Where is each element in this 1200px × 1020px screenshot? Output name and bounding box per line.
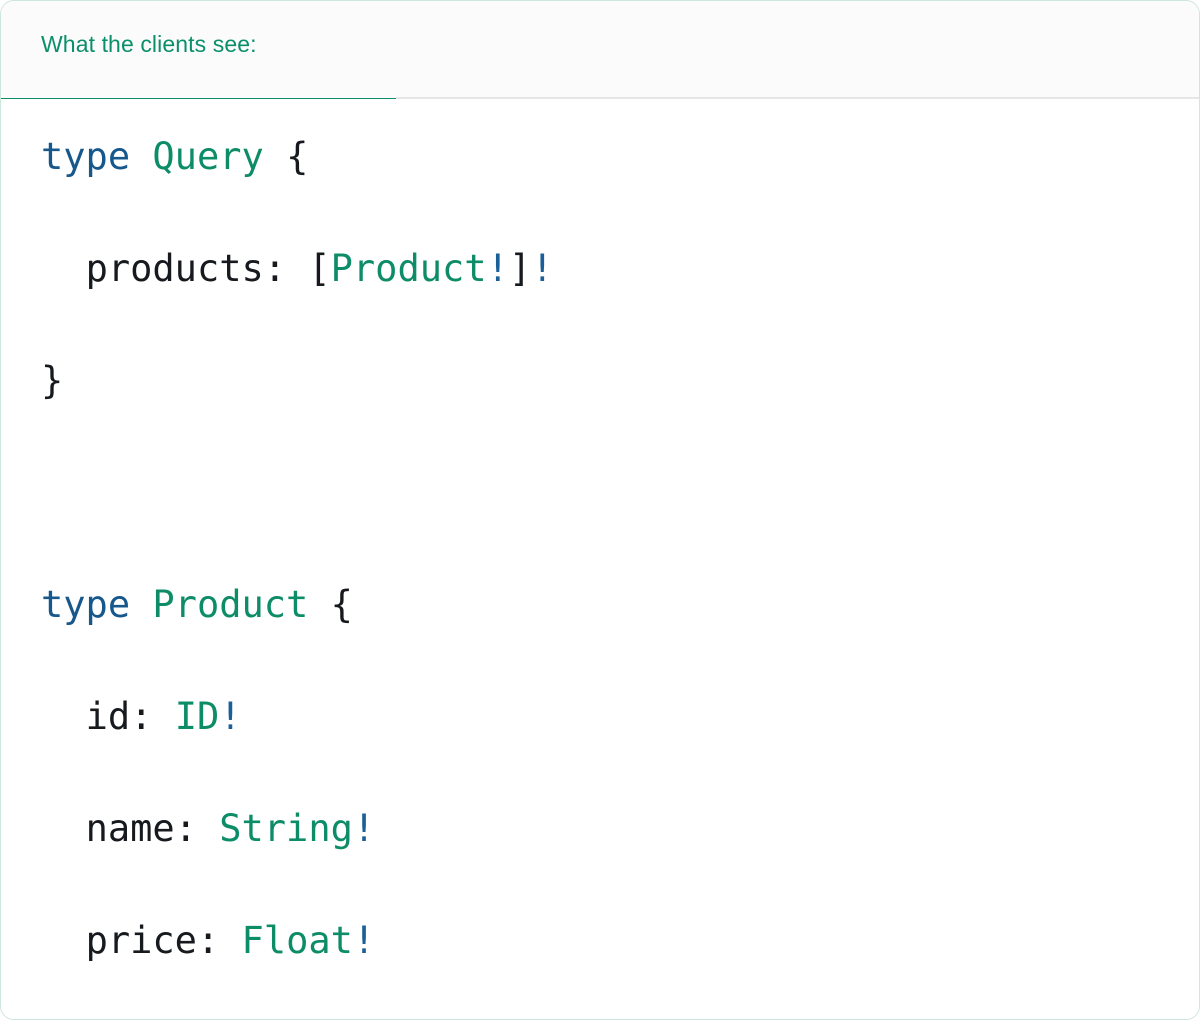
code-token-type: Product — [330, 247, 487, 290]
tab-bar: What the clients see: — [1, 1, 1199, 101]
code-token-punct: } — [41, 359, 64, 402]
code-line: type Product { — [41, 577, 1199, 633]
code-token-punct: : — [263, 247, 309, 290]
code-token-name: id — [85, 695, 131, 738]
code-token-bang: ! — [352, 919, 376, 962]
code-token-punct: ] — [508, 247, 532, 290]
code-token-punct: : — [130, 695, 175, 738]
code-token-punct — [264, 135, 286, 178]
code-token-punct — [41, 807, 86, 850]
code-line — [41, 465, 1199, 521]
code-area[interactable]: type Query { products: [Product!]! } typ… — [1, 99, 1199, 1019]
code-token-name: products — [85, 247, 264, 290]
code-token-type: String — [219, 807, 353, 850]
code-token-punct — [41, 247, 86, 290]
code-token-bang: ! — [352, 807, 376, 850]
code-token-punct: [ — [308, 247, 331, 290]
code-token-type: Query — [152, 135, 264, 178]
graphql-schema-code[interactable]: type Query { products: [Product!]! } typ… — [41, 129, 1199, 1019]
code-token-punct — [41, 695, 86, 738]
code-token-bang: ! — [486, 247, 509, 290]
code-line: id: ID! — [41, 689, 1199, 745]
code-token-name: name — [85, 807, 175, 850]
code-token-kw: type — [41, 583, 131, 626]
code-token-punct — [41, 919, 86, 962]
code-line: } — [41, 353, 1199, 409]
tab-label: What the clients see: — [41, 31, 257, 57]
code-token-punct: { — [286, 135, 309, 178]
code-token-bang: ! — [219, 695, 242, 738]
code-token-punct: : — [196, 919, 242, 962]
code-token-punct: : — [174, 807, 220, 850]
code-token-punct — [130, 135, 152, 178]
code-token-bang: ! — [531, 247, 554, 290]
code-token-kw: type — [41, 135, 131, 178]
code-line: products: [Product!]! — [41, 241, 1199, 297]
code-token-type: ID — [174, 695, 220, 738]
code-token-type: Float — [241, 919, 353, 962]
code-token-punct: { — [330, 583, 353, 626]
tab-what-the-clients-see[interactable]: What the clients see: — [1, 1, 396, 101]
code-line: name: String! — [41, 801, 1199, 857]
code-token-type: Product — [152, 583, 309, 626]
code-token-name: price — [85, 919, 197, 962]
code-token-punct — [130, 583, 152, 626]
code-token-punct — [308, 583, 330, 626]
code-line: type Query { — [41, 129, 1199, 185]
code-line: price: Float! — [41, 913, 1199, 969]
